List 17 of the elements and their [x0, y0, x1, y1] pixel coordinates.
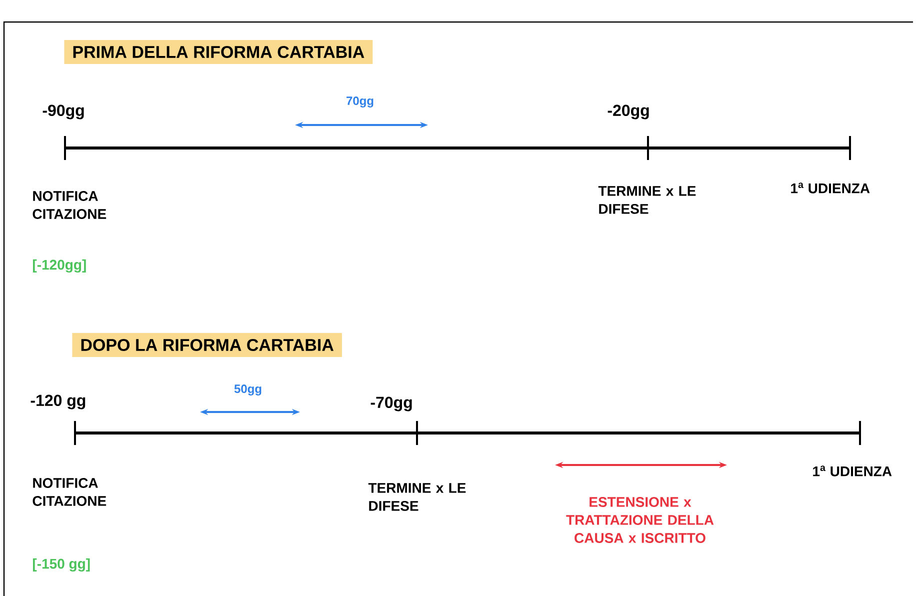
duration-label: 50gg [234, 384, 262, 396]
day-label: -120 gg [30, 394, 86, 410]
event-label: TERMINE x LE DIFESE [598, 186, 696, 214]
heading: DOPO LA RIFORMA CARTABIA [72, 332, 342, 358]
event-label: NOTIFICA CITAZIONE [32, 478, 106, 506]
duration-label: 70gg [346, 96, 374, 108]
event-label: 1$^{a}$ UDIENZA [813, 466, 892, 476]
bracket-note: [-120gg] [33, 259, 86, 273]
event-label: TERMINE x LE DIFESE [368, 483, 466, 511]
bracket-note: [-150 gg] [33, 558, 90, 572]
heading: PRIMA DELLA RIFORMA CARTABIA [64, 40, 373, 64]
day-label: -70gg [370, 396, 412, 412]
day-label: -90gg [42, 104, 84, 120]
event-label: 1$^{a}$ UDIENZA [791, 182, 870, 194]
event-label: NOTIFICA CITAZIONE [32, 191, 106, 219]
note-label: ESTENSIONE x TRATTAZIONE DELLA CAUSA x ISCRITTO [566, 497, 714, 543]
day-label: -20gg [608, 104, 649, 120]
